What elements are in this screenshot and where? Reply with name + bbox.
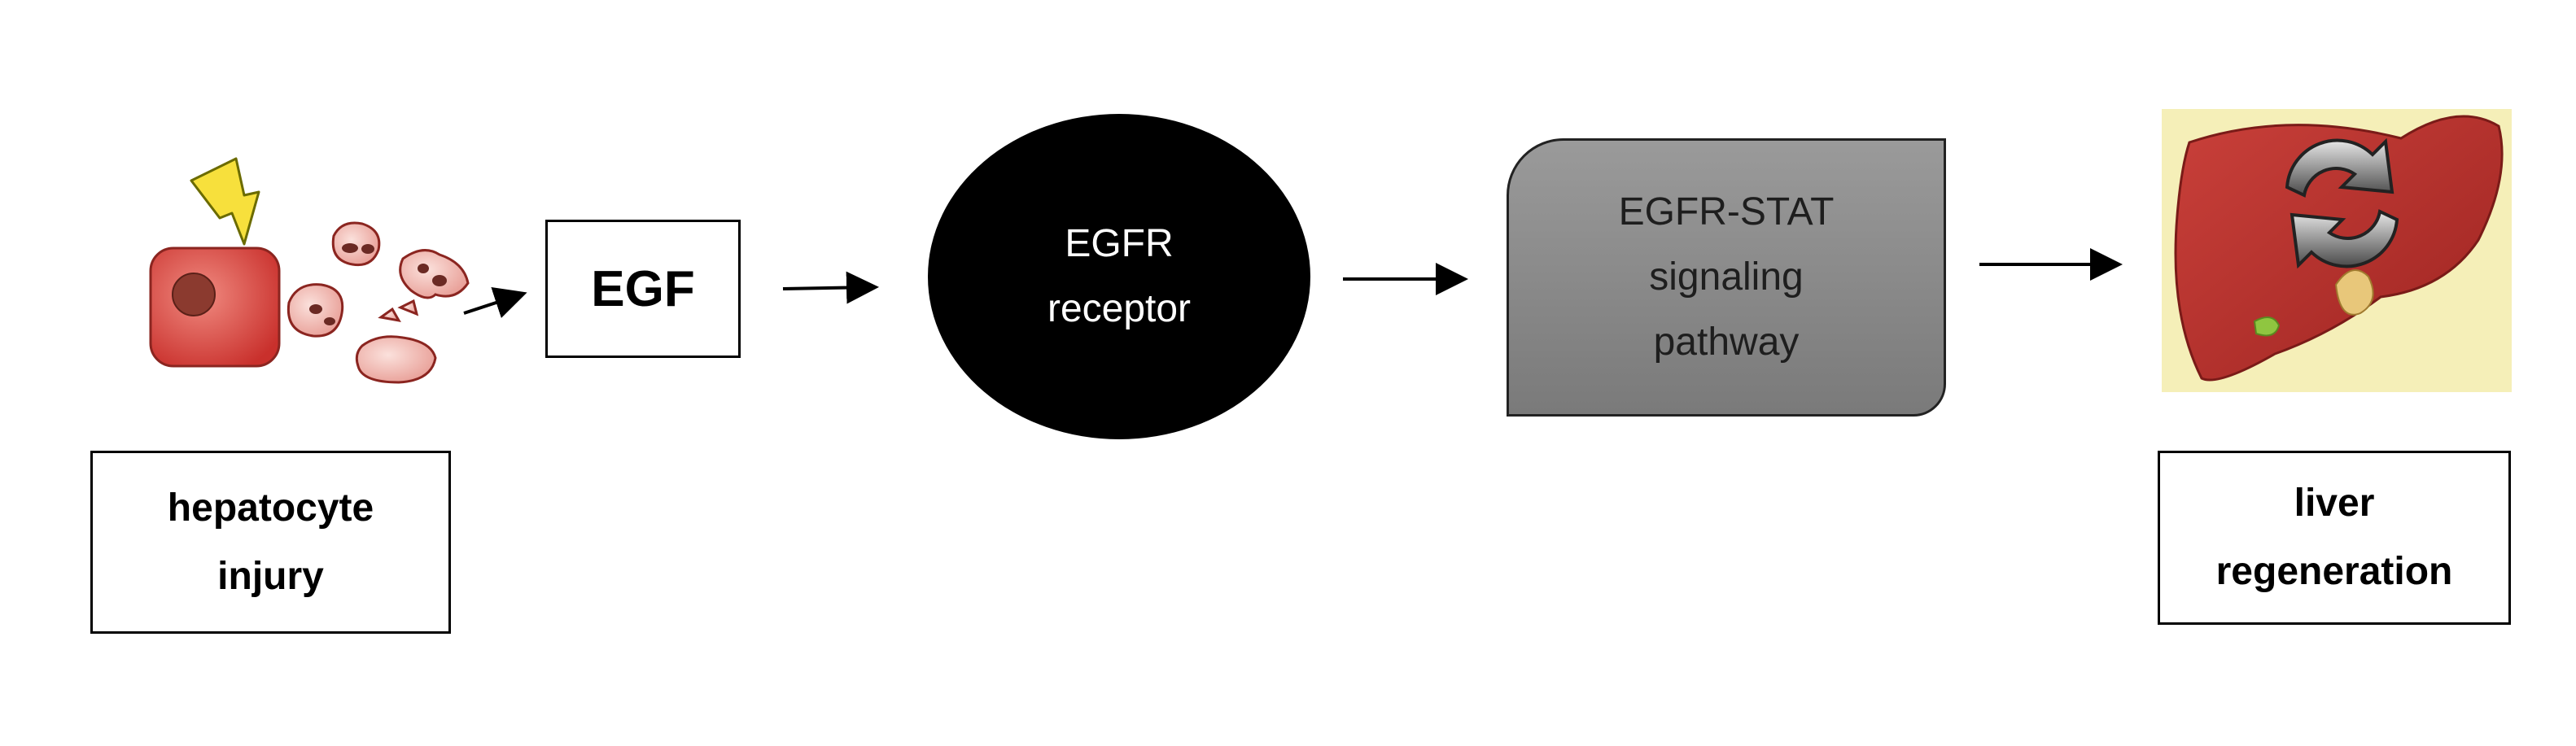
- egfr-receptor-node: EGFR receptor: [928, 114, 1310, 439]
- liver-regeneration-line2: regeneration: [2215, 550, 2453, 593]
- refresh-cycle-icon: [2285, 137, 2399, 269]
- cell-debris-icon: [286, 221, 470, 384]
- hepatocyte-injury-line2: injury: [217, 554, 324, 598]
- liver-illustration: [2162, 109, 2512, 392]
- liver-regeneration-box: liver regeneration: [2158, 451, 2511, 625]
- egfr-stat-line1: EGFR-STAT: [1618, 190, 1835, 233]
- egfr-stat-line3: pathway: [1653, 321, 1800, 364]
- egf-label: EGF: [591, 260, 695, 317]
- hepatocyte-injury-line1: hepatocyte: [167, 486, 374, 530]
- egf-box: EGF: [545, 220, 741, 358]
- injured-hepatocyte-illustration: [149, 157, 470, 384]
- arrow-injury-to-egf: [463, 286, 527, 318]
- lightning-icon: [190, 157, 260, 246]
- egfr-receptor-line1: EGFR: [1065, 222, 1174, 265]
- egfr-receptor-line2: receptor: [1047, 287, 1192, 330]
- egfr-stat-pathway-node: EGFR-STAT signaling pathway: [1507, 138, 1946, 417]
- liver-regeneration-line1: liver: [2294, 482, 2375, 525]
- arrow-egf-to-receptor: [782, 271, 879, 304]
- nucleus-icon: [172, 273, 216, 316]
- hepatocyte-injury-box: hepatocyte injury: [90, 451, 451, 634]
- egfr-stat-line2: signaling: [1649, 255, 1804, 299]
